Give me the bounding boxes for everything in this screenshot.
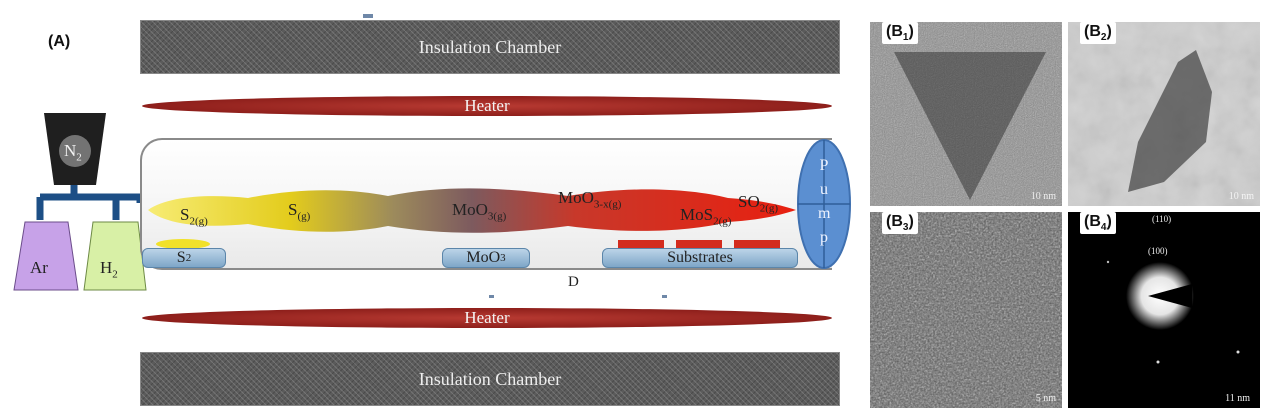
species-so2g: SO2(g) bbox=[738, 192, 779, 215]
pump-label: Pump bbox=[818, 157, 831, 246]
vapor-plume bbox=[148, 188, 796, 233]
substrate-2 bbox=[676, 240, 722, 249]
species-sg: S(g) bbox=[288, 200, 311, 223]
b3-scale: 5 nm bbox=[1035, 393, 1056, 404]
sublabel-d: D bbox=[568, 274, 579, 290]
insulation-chamber-top-label: Insulation Chamber bbox=[418, 36, 562, 57]
panel-b3-label: (B3) bbox=[882, 212, 918, 235]
marker-2 bbox=[662, 295, 667, 298]
substrate-1 bbox=[618, 240, 664, 249]
h2-tank bbox=[83, 221, 147, 291]
tem-image-b4: (110) (100) 11 nm bbox=[1068, 212, 1260, 408]
b4-scale: 11 nm bbox=[1225, 393, 1250, 404]
species-moo3xg: MoO3-x(g) bbox=[558, 188, 622, 211]
ring-100-label: (100) bbox=[1148, 246, 1168, 256]
insulation-chamber-bottom: Insulation Chamber bbox=[140, 352, 840, 406]
substrate-3 bbox=[734, 240, 780, 249]
heater-top: Heater bbox=[142, 96, 832, 116]
species-moo3g: MoO3(g) bbox=[452, 200, 507, 223]
heater-top-label: Heater bbox=[464, 96, 510, 115]
b2-scale: 10 nm bbox=[1228, 191, 1254, 202]
marker-1 bbox=[489, 295, 494, 298]
gas-pipe bbox=[36, 185, 144, 220]
ar-label: Ar bbox=[30, 258, 48, 277]
panel-b1-label: (B1) bbox=[882, 22, 918, 45]
tem-image-b1: 10 nm bbox=[870, 22, 1062, 206]
ring-110-label: (110) bbox=[1152, 214, 1172, 224]
panel-b2-label: (B2) bbox=[1080, 22, 1116, 45]
tem-image-b3: 5 nm bbox=[870, 212, 1062, 408]
species-s2g: S2(g) bbox=[180, 205, 208, 228]
b1-scale: 10 nm bbox=[1030, 191, 1056, 202]
boat-substrates: Substrates bbox=[602, 248, 798, 268]
panel-b4-label: (B4) bbox=[1080, 212, 1116, 235]
heater-bottom-label: Heater bbox=[464, 308, 510, 327]
pump bbox=[797, 139, 851, 269]
species-mos2g: MoS2(g) bbox=[680, 205, 732, 228]
panel-a-label: (A) bbox=[44, 32, 75, 52]
h2-label: H2 bbox=[100, 258, 118, 281]
insulation-chamber-bottom-label: Insulation Chamber bbox=[418, 368, 562, 389]
gas-supply-diagram bbox=[13, 113, 147, 291]
ar-tank bbox=[13, 221, 79, 291]
insulation-chamber-top: Insulation Chamber bbox=[140, 20, 840, 74]
sulfur-powder bbox=[156, 239, 210, 249]
heater-bottom: Heater bbox=[142, 308, 832, 328]
n2-label: N2 bbox=[64, 141, 82, 164]
top-marker bbox=[363, 14, 373, 18]
tem-image-b2: 10 nm bbox=[1068, 22, 1260, 206]
